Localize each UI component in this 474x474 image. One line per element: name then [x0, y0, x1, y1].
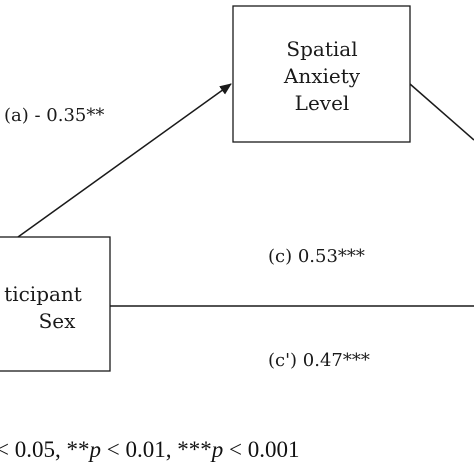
- spatial-anxiety-node: [232, 5, 411, 143]
- spatial-anxiety-line-2: Anxiety: [283, 64, 361, 88]
- path-c-label: (c) 0.53***: [268, 246, 365, 267]
- footnote-p-2: p: [210, 437, 224, 462]
- path-a-arrow: [17, 83, 232, 238]
- participant-sex-node: [0, 236, 111, 372]
- spatial-anxiety-line-1: Spatial: [286, 37, 357, 61]
- path-b-line: [409, 83, 474, 141]
- spatial-anxiety-line-3: Level: [295, 91, 350, 115]
- footnote-part-1: < 0.05, **: [0, 437, 89, 462]
- footnote-part-2: < 0.01, ***: [101, 437, 212, 462]
- path-c-prime-label: (c') 0.47***: [268, 350, 370, 371]
- significance-footnote: < 0.05, **p < 0.01, ***p < 0.001: [0, 437, 299, 462]
- participant-sex-line-2: Sex: [39, 309, 77, 333]
- footnote-part-3: < 0.001: [223, 437, 299, 462]
- path-a-label: (a) - 0.35**: [4, 105, 104, 126]
- footnote-p-1: p: [87, 437, 101, 462]
- participant-sex-line-1: ticipant: [4, 282, 82, 306]
